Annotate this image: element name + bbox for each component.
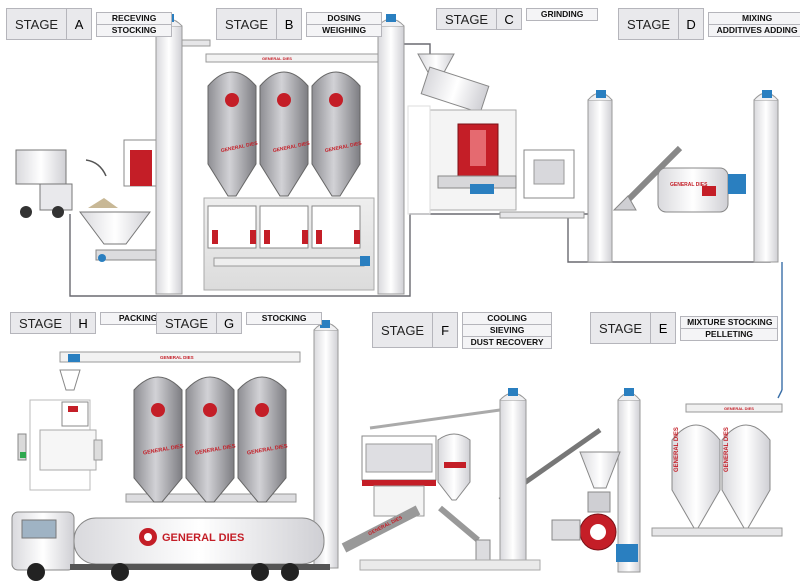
- stage-letter: A: [67, 8, 93, 40]
- stage-f-label: STAGE F COOLING SIEVING DUST RECOVERY: [372, 311, 553, 349]
- stage-word: STAGE: [10, 312, 72, 334]
- stage-title-line: ADDITIVES ADDING: [708, 24, 800, 37]
- stage-b-equipment: GENERAL DIES GENERAL DIES GENERAL DIES G…: [203, 14, 405, 295]
- stage-title-line: MIXING: [708, 11, 800, 25]
- stage-word: STAGE: [372, 312, 434, 348]
- stage-b-label: STAGE B DOSING WEIGHING: [216, 8, 383, 40]
- stage-title-line: STOCKING: [246, 312, 323, 325]
- stage-title-line: GRINDING: [526, 8, 599, 21]
- stage-title-line: PELLETING: [680, 328, 779, 341]
- stage-title-line: DUST RECOVERY: [462, 336, 553, 349]
- stage-a-label: STAGE A RECEVING STOCKING: [6, 8, 173, 40]
- stage-word: STAGE: [590, 312, 652, 344]
- stage-word: STAGE: [618, 8, 680, 40]
- svg-text:GENERAL DIES: GENERAL DIES: [160, 355, 194, 360]
- stage-e-label: STAGE E MIXTURE STOCKING PELLETING: [590, 312, 779, 344]
- dosing-silo-2: GENERAL DIES: [259, 71, 311, 197]
- svg-text:GENERAL DIES: GENERAL DIES: [674, 427, 680, 472]
- stage-letter: F: [433, 312, 459, 348]
- stage-title-line: DOSING: [306, 11, 383, 25]
- stage-c-equipment: [407, 53, 585, 219]
- svg-text:GENERAL DIES: GENERAL DIES: [670, 182, 708, 188]
- stage-word: STAGE: [6, 8, 68, 40]
- stage-h-equipment: GENERAL DIES: [11, 369, 330, 581]
- stage-f-equipment: GENERAL DIES: [341, 388, 541, 571]
- stage-c-label: STAGE C GRINDING: [436, 8, 599, 30]
- stage-letter: D: [679, 8, 705, 40]
- stage-h-label: STAGE H PACKING: [10, 312, 177, 334]
- stage-word: STAGE: [156, 312, 218, 334]
- svg-text:GENERAL DIES: GENERAL DIES: [162, 532, 244, 544]
- stage-d-equipment: GENERAL DIES: [587, 90, 779, 263]
- stock-silo-3: GENERAL DIES: [237, 376, 288, 503]
- stage-title-line: RECEVING: [96, 11, 173, 25]
- stage-title-line: MIXTURE STOCKING: [680, 315, 779, 329]
- stage-word: STAGE: [436, 8, 498, 30]
- weighing-hoppers: [207, 205, 361, 249]
- dosing-silo-1: GENERAL DIES: [207, 71, 259, 197]
- svg-text:GENERAL DIES: GENERAL DIES: [724, 427, 730, 472]
- stage-letter: G: [217, 312, 243, 334]
- stage-a-equipment: [15, 14, 211, 295]
- stage-title-line: WEIGHING: [306, 24, 383, 37]
- stage-letter: C: [497, 8, 523, 30]
- stock-silo-2: GENERAL DIES: [185, 376, 236, 503]
- stage-letter: E: [651, 312, 677, 344]
- stage-title-line: SIEVING: [462, 324, 553, 337]
- stage-word: STAGE: [216, 8, 278, 40]
- stage-d-label: STAGE D MIXING ADDITIVES ADDING: [618, 8, 800, 40]
- stage-title-line: COOLING: [462, 311, 553, 325]
- stage-title-line: STOCKING: [96, 24, 173, 37]
- bulk-truck: GENERAL DIES: [11, 511, 330, 581]
- stage-g-label: STAGE G STOCKING: [156, 312, 323, 334]
- stock-silo-1: GENERAL DIES: [133, 376, 184, 503]
- stage-e-equipment: GENERAL DIES GENERAL DIES GENERAL DIES: [498, 388, 783, 573]
- svg-text:GENERAL DIES: GENERAL DIES: [262, 56, 292, 61]
- svg-text:GENERAL DIES: GENERAL DIES: [724, 406, 754, 411]
- dosing-silo-3: GENERAL DIES: [311, 71, 363, 197]
- stage-letter: B: [277, 8, 303, 40]
- stage-letter: H: [71, 312, 97, 334]
- svg-text:GENERAL DIES: GENERAL DIES: [367, 515, 404, 538]
